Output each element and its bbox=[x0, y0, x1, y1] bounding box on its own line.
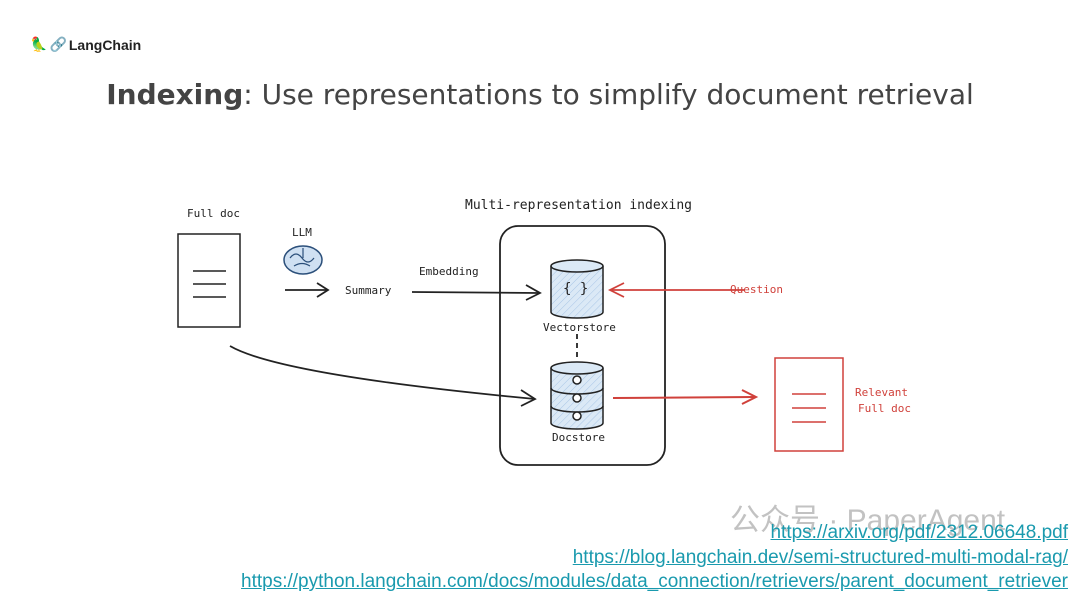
title-rest: : Use representations to simplify docume… bbox=[243, 78, 974, 111]
arrow-docstore-to-relevant bbox=[612, 389, 759, 405]
arrow-llm-to-summary bbox=[285, 282, 330, 298]
embedding-label: Embedding bbox=[419, 265, 479, 278]
question-label: Question bbox=[730, 283, 783, 296]
langchain-logo: 🦜🔗 LangChain bbox=[30, 36, 141, 53]
logo-text: LangChain bbox=[68, 36, 142, 53]
watermark: 公众号 · PaperAgent bbox=[730, 504, 1006, 537]
slide-title: Indexing: Use representations to simplif… bbox=[0, 78, 1080, 111]
brain-icon bbox=[283, 245, 323, 275]
llm-label: LLM bbox=[292, 226, 312, 239]
relevant-doc-icon bbox=[774, 357, 844, 452]
multi-representation-box bbox=[499, 225, 666, 466]
link-icon: 🔗 bbox=[49, 36, 67, 52]
link-blog[interactable]: https://blog.langchain.dev/semi-structur… bbox=[572, 547, 1068, 568]
multi-representation-label: Multi-representation indexing bbox=[465, 198, 692, 213]
link-docs[interactable]: https://python.langchain.com/docs/module… bbox=[241, 571, 1068, 592]
parrot-icon: 🦜 bbox=[30, 36, 48, 52]
relevant-fulldoc-label: Full doc bbox=[858, 402, 911, 415]
full-doc-label: Full doc bbox=[187, 207, 240, 220]
arrow-embedding bbox=[411, 284, 542, 301]
docstore-label: Docstore bbox=[552, 431, 605, 444]
link-arxiv[interactable]: https://arxiv.org/pdf/2312.06648.pdf bbox=[770, 522, 1068, 543]
summary-label: Summary bbox=[345, 284, 392, 297]
vectorstore-label: Vectorstore bbox=[543, 321, 616, 334]
arrow-question bbox=[607, 282, 745, 298]
vectorstore-glyph: { } bbox=[563, 281, 589, 297]
vectorstore-cylinder-icon bbox=[550, 259, 604, 319]
title-bold: Indexing bbox=[106, 78, 244, 111]
docstore-cylinder-icon bbox=[550, 361, 604, 430]
relevant-label: Relevant bbox=[855, 386, 908, 399]
full-doc-icon bbox=[177, 233, 241, 328]
arrow-fulldoc-to-docstore bbox=[229, 345, 537, 407]
